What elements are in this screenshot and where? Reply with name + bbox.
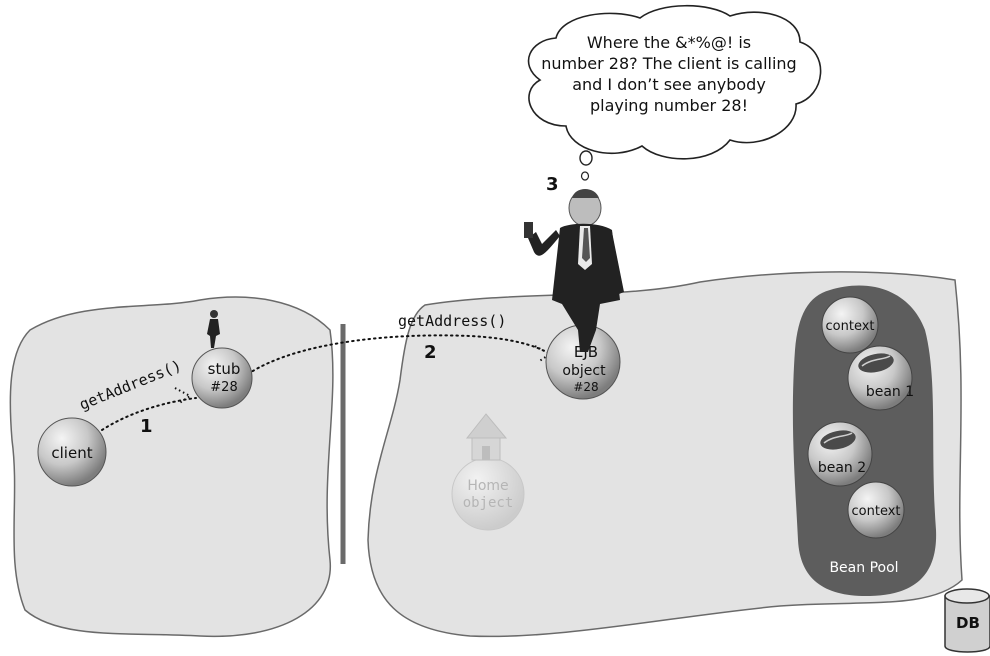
home-object-label: object — [463, 495, 514, 511]
ejb-object-label: object — [562, 363, 606, 379]
thought-line-1: Where the &*%@! is — [538, 32, 800, 53]
home-object-ball — [452, 458, 524, 530]
thought-dot-small — [582, 172, 589, 180]
stub-number-label: #28 — [210, 380, 237, 395]
thought-line-3: and I don’t see anybody — [538, 74, 800, 95]
thought-text: Where the &*%@! is number 28? The client… — [538, 32, 800, 116]
bean-pool-label: Bean Pool — [829, 560, 898, 576]
stub-ball — [192, 348, 252, 408]
remote-call-label: getAddress() — [398, 312, 506, 330]
stub-label: stub — [208, 360, 241, 378]
step-1-label: 1 — [140, 416, 153, 437]
home-label: Home — [467, 478, 508, 494]
bean2-label: bean 2 — [818, 460, 866, 476]
client-label: client — [51, 444, 92, 462]
step-2-label: 2 — [424, 342, 437, 363]
thought-dot-large — [580, 151, 592, 165]
bean1-label: bean 1 — [866, 384, 914, 400]
step-3-label: 3 — [546, 174, 559, 195]
context-top-label: context — [826, 319, 875, 334]
database-label: DB — [956, 614, 980, 632]
context-bottom-label: context — [852, 504, 901, 519]
ejb-number-label: #28 — [573, 380, 598, 394]
thought-line-4: playing number 28! — [538, 95, 800, 116]
thought-line-2: number 28? The client is calling — [538, 53, 800, 74]
